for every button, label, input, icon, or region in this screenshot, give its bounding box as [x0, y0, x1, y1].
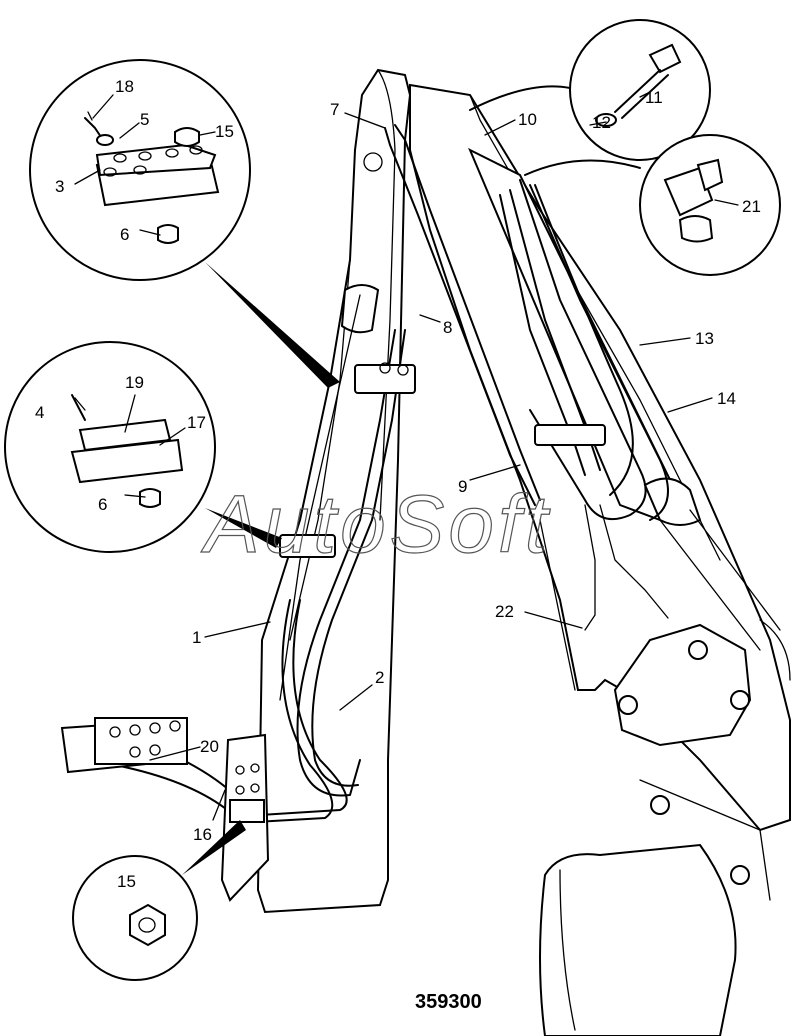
boom-ram	[468, 147, 781, 651]
leader-lines	[74, 91, 739, 821]
callout-labels: 18 5 15 3 6 7 10 11 12 21 8 13 14 19 17 …	[35, 77, 761, 891]
detail-bubble-fitting	[524, 134, 781, 276]
detail-bubble-mid-left	[4, 341, 282, 553]
callout-15-top: 15	[215, 122, 234, 141]
callout-12: 12	[592, 113, 611, 132]
callout-14: 14	[717, 389, 736, 408]
callout-9: 9	[458, 477, 467, 496]
callout-11: 11	[645, 88, 663, 107]
figure-code: 359300	[415, 991, 482, 1013]
detail-bubble-top-left	[29, 59, 340, 388]
arm-foot-block	[220, 733, 270, 902]
callout-7: 7	[330, 100, 339, 119]
callout-21: 21	[742, 197, 761, 216]
callout-19: 19	[125, 373, 144, 392]
callout-5: 5	[140, 110, 149, 129]
callout-6-mid: 6	[98, 495, 107, 514]
hoses	[114, 124, 669, 823]
callout-6-top: 6	[120, 225, 129, 244]
callout-20: 18	[115, 77, 134, 96]
detail-bubble-bolt	[469, 19, 711, 161]
callout-3: 3	[55, 177, 64, 196]
hose-clamps	[279, 362, 606, 558]
detail-bubble-nut	[72, 820, 246, 981]
callout-22: 22	[495, 602, 514, 621]
callout-8: 8	[443, 318, 452, 337]
callout-17: 20	[200, 737, 219, 756]
watermark-text: AutoSoft	[200, 479, 552, 570]
callout-18: 17	[187, 413, 206, 432]
callout-15-bottom: 15	[117, 872, 136, 891]
callout-1: 1	[192, 628, 201, 647]
callout-13: 13	[695, 329, 714, 348]
callout-10: 10	[518, 110, 537, 129]
callout-4: 4	[35, 403, 44, 422]
valve-manifold	[60, 717, 188, 774]
callout-2: 2	[375, 668, 384, 687]
callout-16: 16	[193, 825, 212, 844]
